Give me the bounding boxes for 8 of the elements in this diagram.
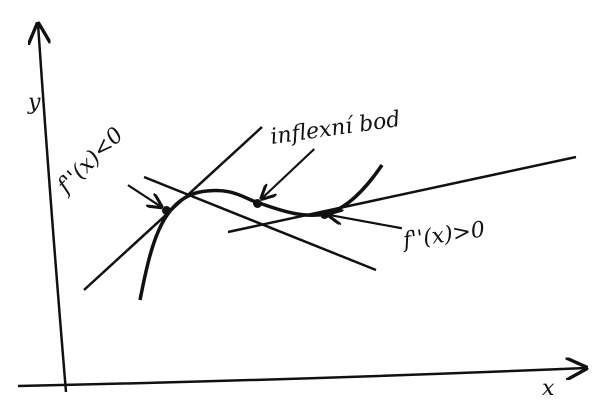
- point-marker: [162, 206, 170, 214]
- condition-label: f''(x)>0: [402, 219, 486, 253]
- axis-label: x: [542, 378, 554, 400]
- point-marker: [252, 198, 262, 208]
- annotation-label: inflexní bod: [269, 109, 402, 149]
- axis-label: y: [28, 92, 40, 114]
- arrow: [127, 184, 164, 210]
- arrow: [258, 148, 315, 202]
